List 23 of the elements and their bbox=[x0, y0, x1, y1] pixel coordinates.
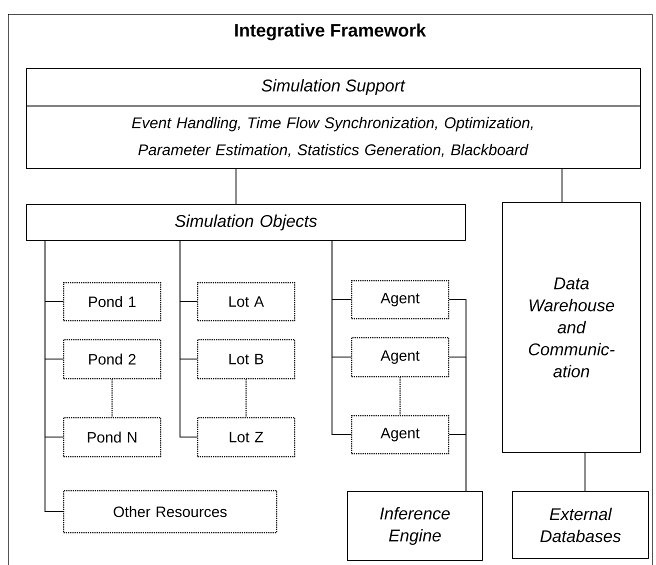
connector-line bbox=[246, 379, 247, 417]
connector-line bbox=[180, 240, 198, 438]
connector-line bbox=[44, 240, 64, 512]
connector-line bbox=[332, 240, 352, 436]
component-box: External Databases bbox=[512, 491, 649, 559]
connector-line bbox=[448, 434, 466, 492]
component-box: Data Warehouse and Communic- ation bbox=[502, 202, 641, 453]
connector-line bbox=[584, 452, 586, 492]
object-box: Lot Z bbox=[197, 417, 296, 458]
object-box: Agent bbox=[351, 280, 450, 320]
object-box: Pond 1 bbox=[63, 282, 162, 322]
object-box: Other Resources bbox=[63, 490, 278, 534]
object-box: Lot A bbox=[197, 282, 296, 322]
support-box: Simulation Support Event Handling, Time Flow Synchronization, Optimization, Parameter Estimation, Statistics Generation, Blackboard bbox=[26, 68, 641, 169]
object-box: Pond 2 bbox=[63, 339, 162, 380]
object-box: Agent bbox=[351, 337, 450, 378]
connector-line bbox=[112, 379, 113, 417]
object-box: Lot B bbox=[197, 339, 296, 380]
objects-box: Simulation Objects bbox=[26, 204, 466, 241]
object-box: Agent bbox=[351, 415, 450, 454]
component-box: Inference Engine bbox=[347, 491, 483, 561]
object-box: Pond N bbox=[63, 417, 162, 458]
connector-line bbox=[400, 377, 401, 415]
